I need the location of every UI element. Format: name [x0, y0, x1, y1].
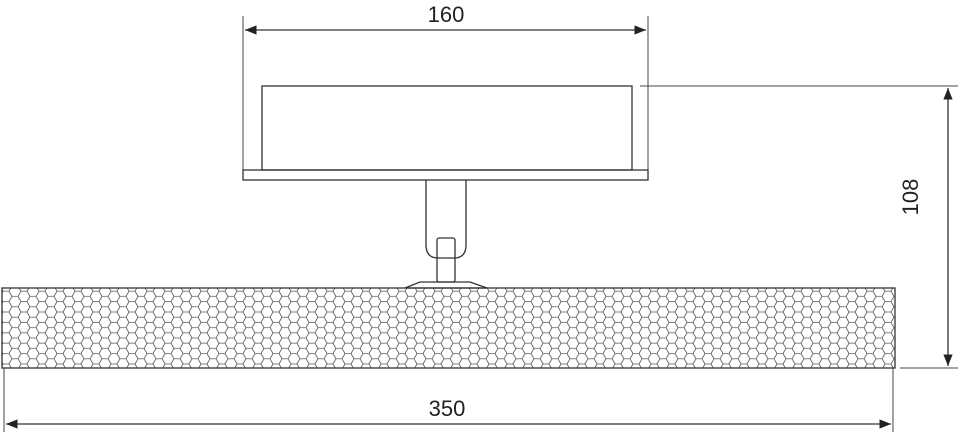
canopy	[242, 85, 649, 181]
total-width-label: 350	[429, 396, 466, 421]
mounting-plate	[242, 169, 649, 181]
height-dimension: 108	[640, 85, 958, 369]
top-width-label: 160	[428, 2, 465, 27]
lamp-bar	[1, 287, 896, 369]
canopy-body	[261, 85, 633, 171]
honeycomb-diffuser	[1, 287, 896, 369]
arm-pivot	[436, 237, 456, 283]
height-label: 108	[898, 179, 923, 216]
arm-base	[404, 281, 488, 289]
bottom-dimension: 350	[3, 368, 894, 432]
arm-stem	[425, 180, 467, 259]
top-dimension: 160	[242, 2, 649, 170]
arm-joint	[404, 180, 488, 289]
